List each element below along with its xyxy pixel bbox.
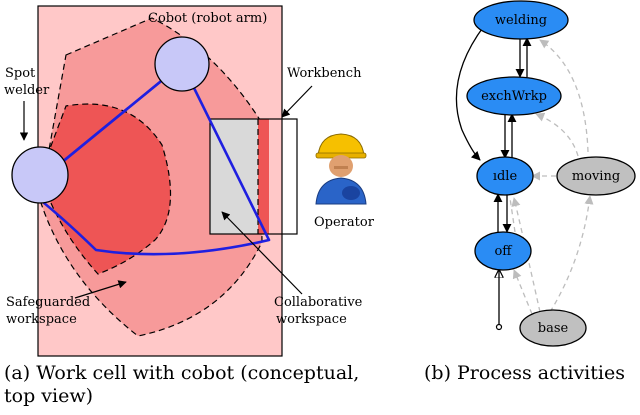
safeguarded-label-line1: Safeguarded [6, 295, 90, 310]
safeguarded-label-line2: workspace [6, 312, 77, 327]
node-base: base [519, 309, 587, 347]
collaborative-label-line1: Collaborative [274, 295, 363, 310]
caption-b: (b) Process activities [424, 362, 625, 384]
node-idle-label: ıdle [493, 169, 518, 184]
node-off: off [474, 231, 532, 271]
spot-label-line1: Spot [5, 66, 36, 81]
robot-arm-links [26, 62, 271, 256]
spot-welder-joint [11, 146, 69, 204]
node-welding: welding [473, 0, 569, 40]
caption-a-line1: (a) Work cell with cobot (conceptual, [4, 362, 360, 384]
spot-label-line2: welder [4, 83, 50, 98]
collaborative-arrow [221, 211, 303, 295]
edge-off-idle-dashed [509, 197, 516, 233]
workbench [209, 118, 298, 235]
node-moving-label: moving [572, 169, 620, 184]
node-idle: ıdle [476, 156, 534, 196]
node-off-label: off [494, 244, 513, 259]
safeguarded-arrow [74, 280, 127, 299]
edge-moving-exchwrkp [535, 112, 579, 157]
edge-base-moving [549, 195, 594, 313]
operator-label: Operator [314, 215, 375, 230]
edge-base-off [512, 269, 533, 315]
node-exchwrkp-label: exchWrkp [481, 89, 547, 104]
start-dot [495, 323, 503, 331]
elbow-joint [154, 36, 210, 92]
work-cell-diagram: Cobot (robot arm) Spot welder Workbench … [4, 5, 375, 357]
workbench-collab-strip [258, 119, 269, 234]
operator-icon [315, 133, 367, 205]
node-welding-label: welding [495, 13, 547, 28]
node-exchwrkp: exchWrkp [466, 76, 562, 116]
workbench-label: Workbench [287, 66, 362, 81]
caption-a-line2: top view) [4, 385, 94, 407]
node-base-label: base [538, 321, 569, 336]
safeguarded-zone [39, 103, 172, 275]
process-graph: welding exchWrkp ıdle off moving base [455, 0, 636, 347]
collaborative-label-line2: workspace [276, 312, 347, 327]
workbench-arrow [281, 85, 313, 118]
edge-welding-idle [455, 25, 485, 161]
cobot-label: Cobot (robot arm) [148, 11, 267, 26]
node-moving: moving [556, 156, 636, 196]
